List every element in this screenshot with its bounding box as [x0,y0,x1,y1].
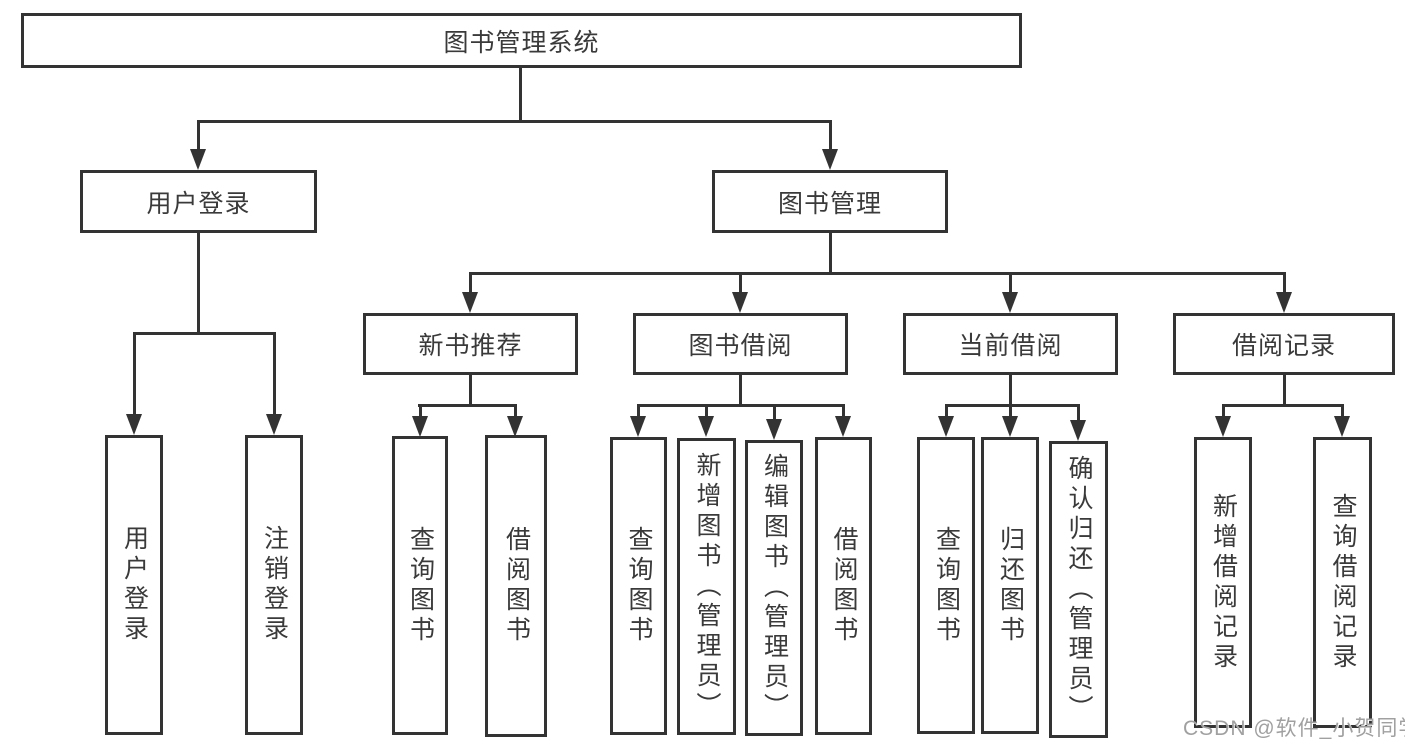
connector-line [1009,375,1012,406]
connector-line [773,404,776,419]
node-label: 查询图书 [625,526,653,646]
leaf-add-books-admin: 新增图书（管理员） [677,438,736,735]
connector-line [739,375,742,406]
arrow-down-icon [1276,292,1292,313]
leaf-add-borrow-record: 新增借阅记录 [1194,437,1252,728]
connector-line [637,404,640,419]
arrow-down-icon [822,149,838,170]
connector-line [829,120,832,152]
node-label: 借阅记录 [1231,332,1336,360]
leaf-query-borrow-record: 查询借阅记录 [1313,437,1372,728]
leaf-query-books-borrowing: 查询图书 [610,437,667,735]
connector-line [1077,404,1080,422]
connector-line [842,404,845,419]
node-label: 编辑图书（管理员） [760,453,789,723]
connector-line [197,233,200,334]
arrow-down-icon [462,292,478,313]
node-label: 新增借阅记录 [1209,492,1238,673]
leaf-return-books: 归还图书 [981,437,1039,734]
connector-line [418,404,516,407]
connector-line [1222,404,1225,419]
leaf-logout-login: 注销登录 [245,435,303,735]
connector-line [945,404,948,419]
connector-line [133,332,136,414]
connector-line [1222,404,1344,407]
node-label: 借阅图书 [502,526,531,646]
connector-line [1341,404,1344,419]
connector-line [419,404,422,419]
node-label: 当前借阅 [958,332,1063,360]
connector-line [829,233,832,274]
arrow-down-icon [1070,420,1086,441]
connector-line [637,404,845,407]
node-label: 图书管理 [777,189,882,218]
connector-line [519,68,522,121]
arrow-down-icon [126,414,142,435]
arrow-down-icon [266,414,282,435]
csdn-watermark: CSDN @软件_小贺同学 [1183,717,1405,740]
arrow-down-icon [732,292,748,313]
node-book-management: 图书管理 [712,170,948,233]
arrow-down-icon [630,416,646,437]
arrow-down-icon [1002,292,1018,313]
leaf-confirm-return-admin: 确认归还（管理员） [1049,441,1108,738]
node-current-borrowing: 当前借阅 [903,313,1118,375]
arrow-down-icon [1002,416,1018,437]
connector-line [705,404,708,419]
connector-line [469,272,472,296]
node-label: 新增图书（管理员） [693,451,721,722]
connector-line [133,332,276,335]
arrow-down-icon [507,416,523,437]
node-label: 查询图书 [932,525,961,646]
leaf-borrow-books-recommend: 借阅图书 [485,435,547,737]
connector-line [1283,375,1286,406]
leaf-edit-books-admin: 编辑图书（管理员） [745,440,803,736]
node-label: 图书管理系统 [443,28,600,57]
connector-line [1009,404,1012,419]
node-label: 借阅图书 [830,526,858,646]
arrow-down-icon [1334,416,1350,437]
leaf-query-books-current: 查询图书 [917,437,975,734]
connector-line [469,375,472,406]
arrow-down-icon [835,416,851,437]
node-label: 用户登录 [120,525,149,645]
connector-line [739,272,742,296]
node-new-book-recommendation: 新书推荐 [363,313,578,375]
node-label: 图书借阅 [688,332,793,360]
connector-line [469,272,1286,275]
node-label: 注销登录 [260,525,289,645]
connector-line [273,332,276,414]
connector-line [945,404,1080,407]
node-library-system: 图书管理系统 [21,13,1022,68]
node-borrowing-records: 借阅记录 [1173,313,1395,375]
arrow-down-icon [1215,416,1231,437]
leaf-query-books-recommend: 查询图书 [392,436,448,735]
arrow-down-icon [412,416,428,437]
connector-line [1009,272,1012,296]
connector-line [1283,272,1286,296]
node-label: 查询图书 [406,525,435,646]
arrow-down-icon [766,419,782,440]
leaf-user-login: 用户登录 [105,435,163,735]
node-label: 新书推荐 [418,332,523,360]
arrow-down-icon [190,149,206,170]
arrow-down-icon [698,416,714,437]
node-book-borrowing: 图书借阅 [633,313,848,375]
connector-line [197,120,832,123]
arrow-down-icon [938,416,954,437]
node-label: 归还图书 [996,525,1025,646]
connector-line [197,120,200,152]
node-label: 查询借阅记录 [1329,492,1357,673]
node-label: 确认归还（管理员） [1065,454,1093,725]
connector-line [514,404,517,419]
node-user-login: 用户登录 [80,170,317,233]
node-label: 用户登录 [146,189,251,218]
leaf-borrow-books: 借阅图书 [815,437,872,735]
